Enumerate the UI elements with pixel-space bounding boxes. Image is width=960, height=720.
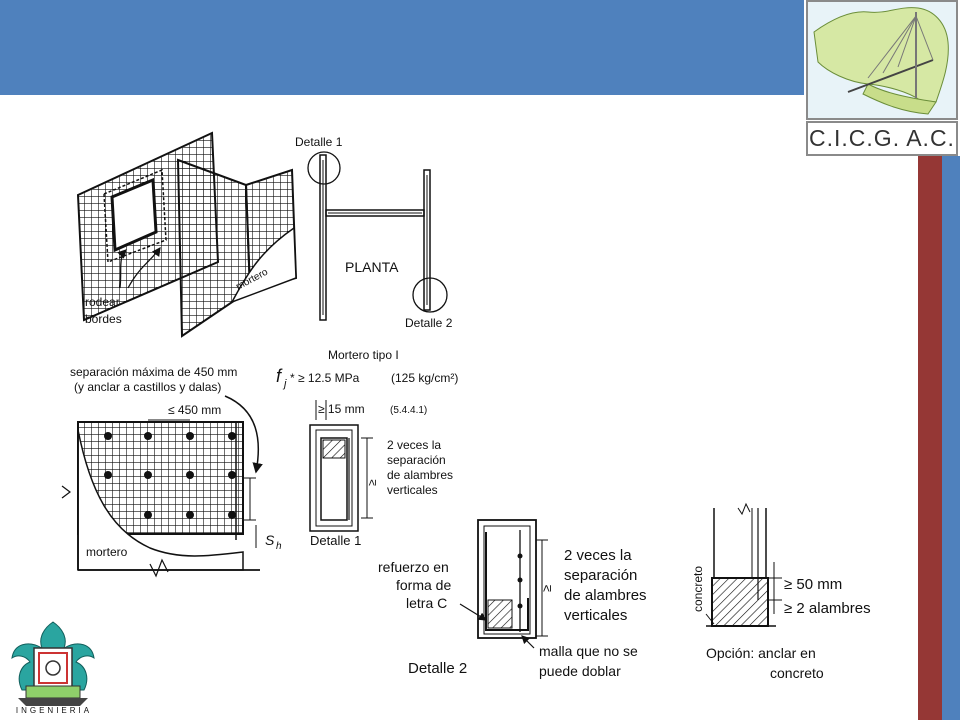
eagle-emblem-icon [8, 618, 98, 718]
mortero-tipo-label: Mortero tipo I [328, 348, 399, 362]
elevation-view: separación máxima de 450 mm (y anclar a … [61, 365, 282, 578]
plan-view: Detalle 1 PLANTA Detalle 2 [295, 135, 453, 330]
d2-refuerzo-2: forma de [396, 577, 451, 593]
d2-veces-2: separación [564, 567, 637, 584]
rodear-label-1: rodear [85, 295, 120, 309]
ge2-label: ≥ 2 alambres [784, 600, 871, 617]
plan-planta-label: PLANTA [345, 259, 399, 275]
plan-detalle1-label: Detalle 1 [295, 135, 343, 149]
logo-label: C.I.C.G. A.C. [806, 121, 958, 156]
d2-veces-4: verticales [564, 607, 627, 624]
side-stripe-blue [942, 155, 960, 720]
fj-main: f [276, 366, 283, 386]
sh-label: S [265, 532, 275, 548]
ge50-label: ≥ 50 mm [784, 576, 842, 593]
d1-caption: Detalle 1 [310, 533, 361, 548]
sep-450-label: ≤ 450 mm [168, 403, 221, 417]
fj-alt: (125 kg/cm²) [391, 371, 458, 385]
ref-5441: (5.4.4.1) [390, 405, 427, 416]
fj-sub: j [282, 378, 287, 390]
ge15-label: ≥ 15 mm [318, 402, 365, 416]
detalle2-view: ≥ 2 veces la separación de alambres vert… [378, 519, 647, 679]
header-bar [0, 0, 805, 95]
isometric-view: mortero rodear bordes [76, 131, 298, 338]
d2-veces-3: de alambres [564, 587, 647, 604]
d2-ge-symbol: ≥ [539, 585, 554, 592]
d1-ge-symbol: ≥ [365, 479, 379, 486]
detalle1-view: Mortero tipo I f j * ≥ 12.5 MPa (125 kg/… [276, 348, 458, 548]
elev-mortero-label: mortero [86, 545, 128, 559]
d2-caption: Detalle 2 [408, 660, 467, 677]
d2-malla-2: puede doblar [539, 663, 621, 679]
sh-sub-label: h [276, 541, 282, 552]
opcion-caption-2: concreto [770, 665, 824, 681]
d2-refuerzo-3: letra C [406, 595, 447, 611]
d1-veces-3: de alambres [387, 468, 453, 482]
plan-detalle2-label: Detalle 2 [405, 316, 453, 330]
d2-veces-1: 2 veces la [564, 547, 632, 564]
d1-veces-4: verticales [387, 483, 438, 497]
concreto-label: concreto [691, 566, 705, 612]
fj-rest: * ≥ 12.5 MPa [290, 371, 360, 385]
sep-label-1: separación máxima de 450 mm [70, 365, 237, 379]
opcion-caption-1: Opción: anclar en [706, 645, 816, 661]
d1-veces-1: 2 veces la [387, 438, 441, 452]
sep-label-2: (y anclar a castillos y dalas) [74, 380, 221, 394]
side-stripe-red [918, 155, 942, 720]
map-bridge-icon [806, 0, 958, 120]
opcion-view: ≥ 50 mm ≥ 2 alambres concreto Opción: an… [691, 502, 871, 681]
d2-refuerzo-1: refuerzo en [378, 559, 449, 575]
rodear-label-2: bordes [85, 312, 122, 326]
d2-malla-1: malla que no se [539, 643, 638, 659]
emblem-text: INGENIERIA [15, 706, 93, 715]
d1-veces-2: separación [387, 453, 446, 467]
